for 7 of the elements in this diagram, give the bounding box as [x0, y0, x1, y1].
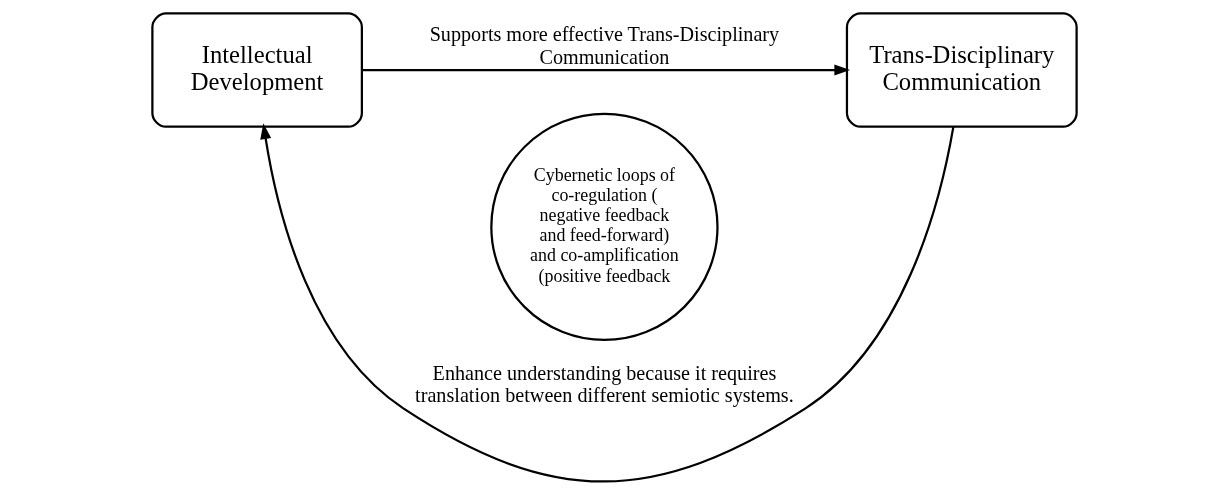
arrow — [361, 64, 850, 76]
node-box: Trans-Disciplinary Communication — [845, 11, 1078, 128]
edge-label: Enhance understanding because it requires translation between different semiotic systems. — [414, 361, 794, 406]
edge-label: Supports more effective Trans-Disciplinary Communication — [429, 22, 779, 68]
node-circle: Cybernetic loops of co-regulation ( negative feedback and feed-forward) and co-amplification (positive feedback — [489, 112, 719, 341]
node-box: Intellectual Development — [150, 11, 363, 128]
arrow — [259, 122, 954, 482]
